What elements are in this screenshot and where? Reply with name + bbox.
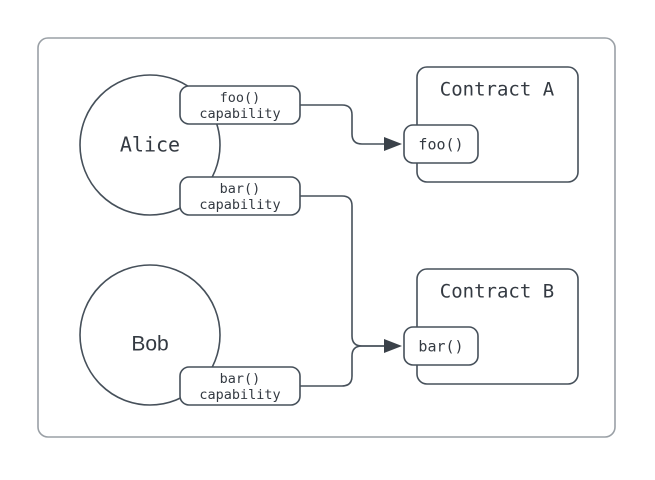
arrowhead-bar <box>384 339 402 353</box>
contract-b-method-bar-box[interactable] <box>403 326 479 366</box>
capability-bob-bar-line1: bar() <box>220 371 261 387</box>
actor-alice-label: Alice <box>120 133 180 157</box>
contract-a-method-foo-label: foo() <box>418 136 463 154</box>
contract-b-label: Contract B <box>440 281 554 303</box>
capability-alice-bar-box[interactable] <box>179 176 301 216</box>
capability-alice-foo-line2: capability <box>199 106 280 122</box>
actor-bob-label: Bob <box>131 333 168 356</box>
capability-bob-bar-line2: capability <box>199 387 280 403</box>
contract-b-method-bar-label: bar() <box>418 338 463 356</box>
capability-bob-bar-box[interactable] <box>179 366 301 406</box>
capability-alice-foo-line1: foo() <box>220 90 261 106</box>
connector-bob-bar-cap-to-contract-b <box>300 345 384 387</box>
connector-alice-bar-cap-to-contract-b <box>300 195 384 347</box>
connector-foo-cap-to-contract-a <box>300 104 384 145</box>
capability-alice-bar-line2: capability <box>199 197 280 213</box>
contract-a-label: Contract A <box>440 79 555 101</box>
contract-a-method-foo-box[interactable] <box>403 124 479 164</box>
capability-alice-bar-line1: bar() <box>220 181 261 197</box>
capability-alice-foo-box[interactable] <box>179 85 301 125</box>
arrowhead-foo <box>384 137 402 151</box>
